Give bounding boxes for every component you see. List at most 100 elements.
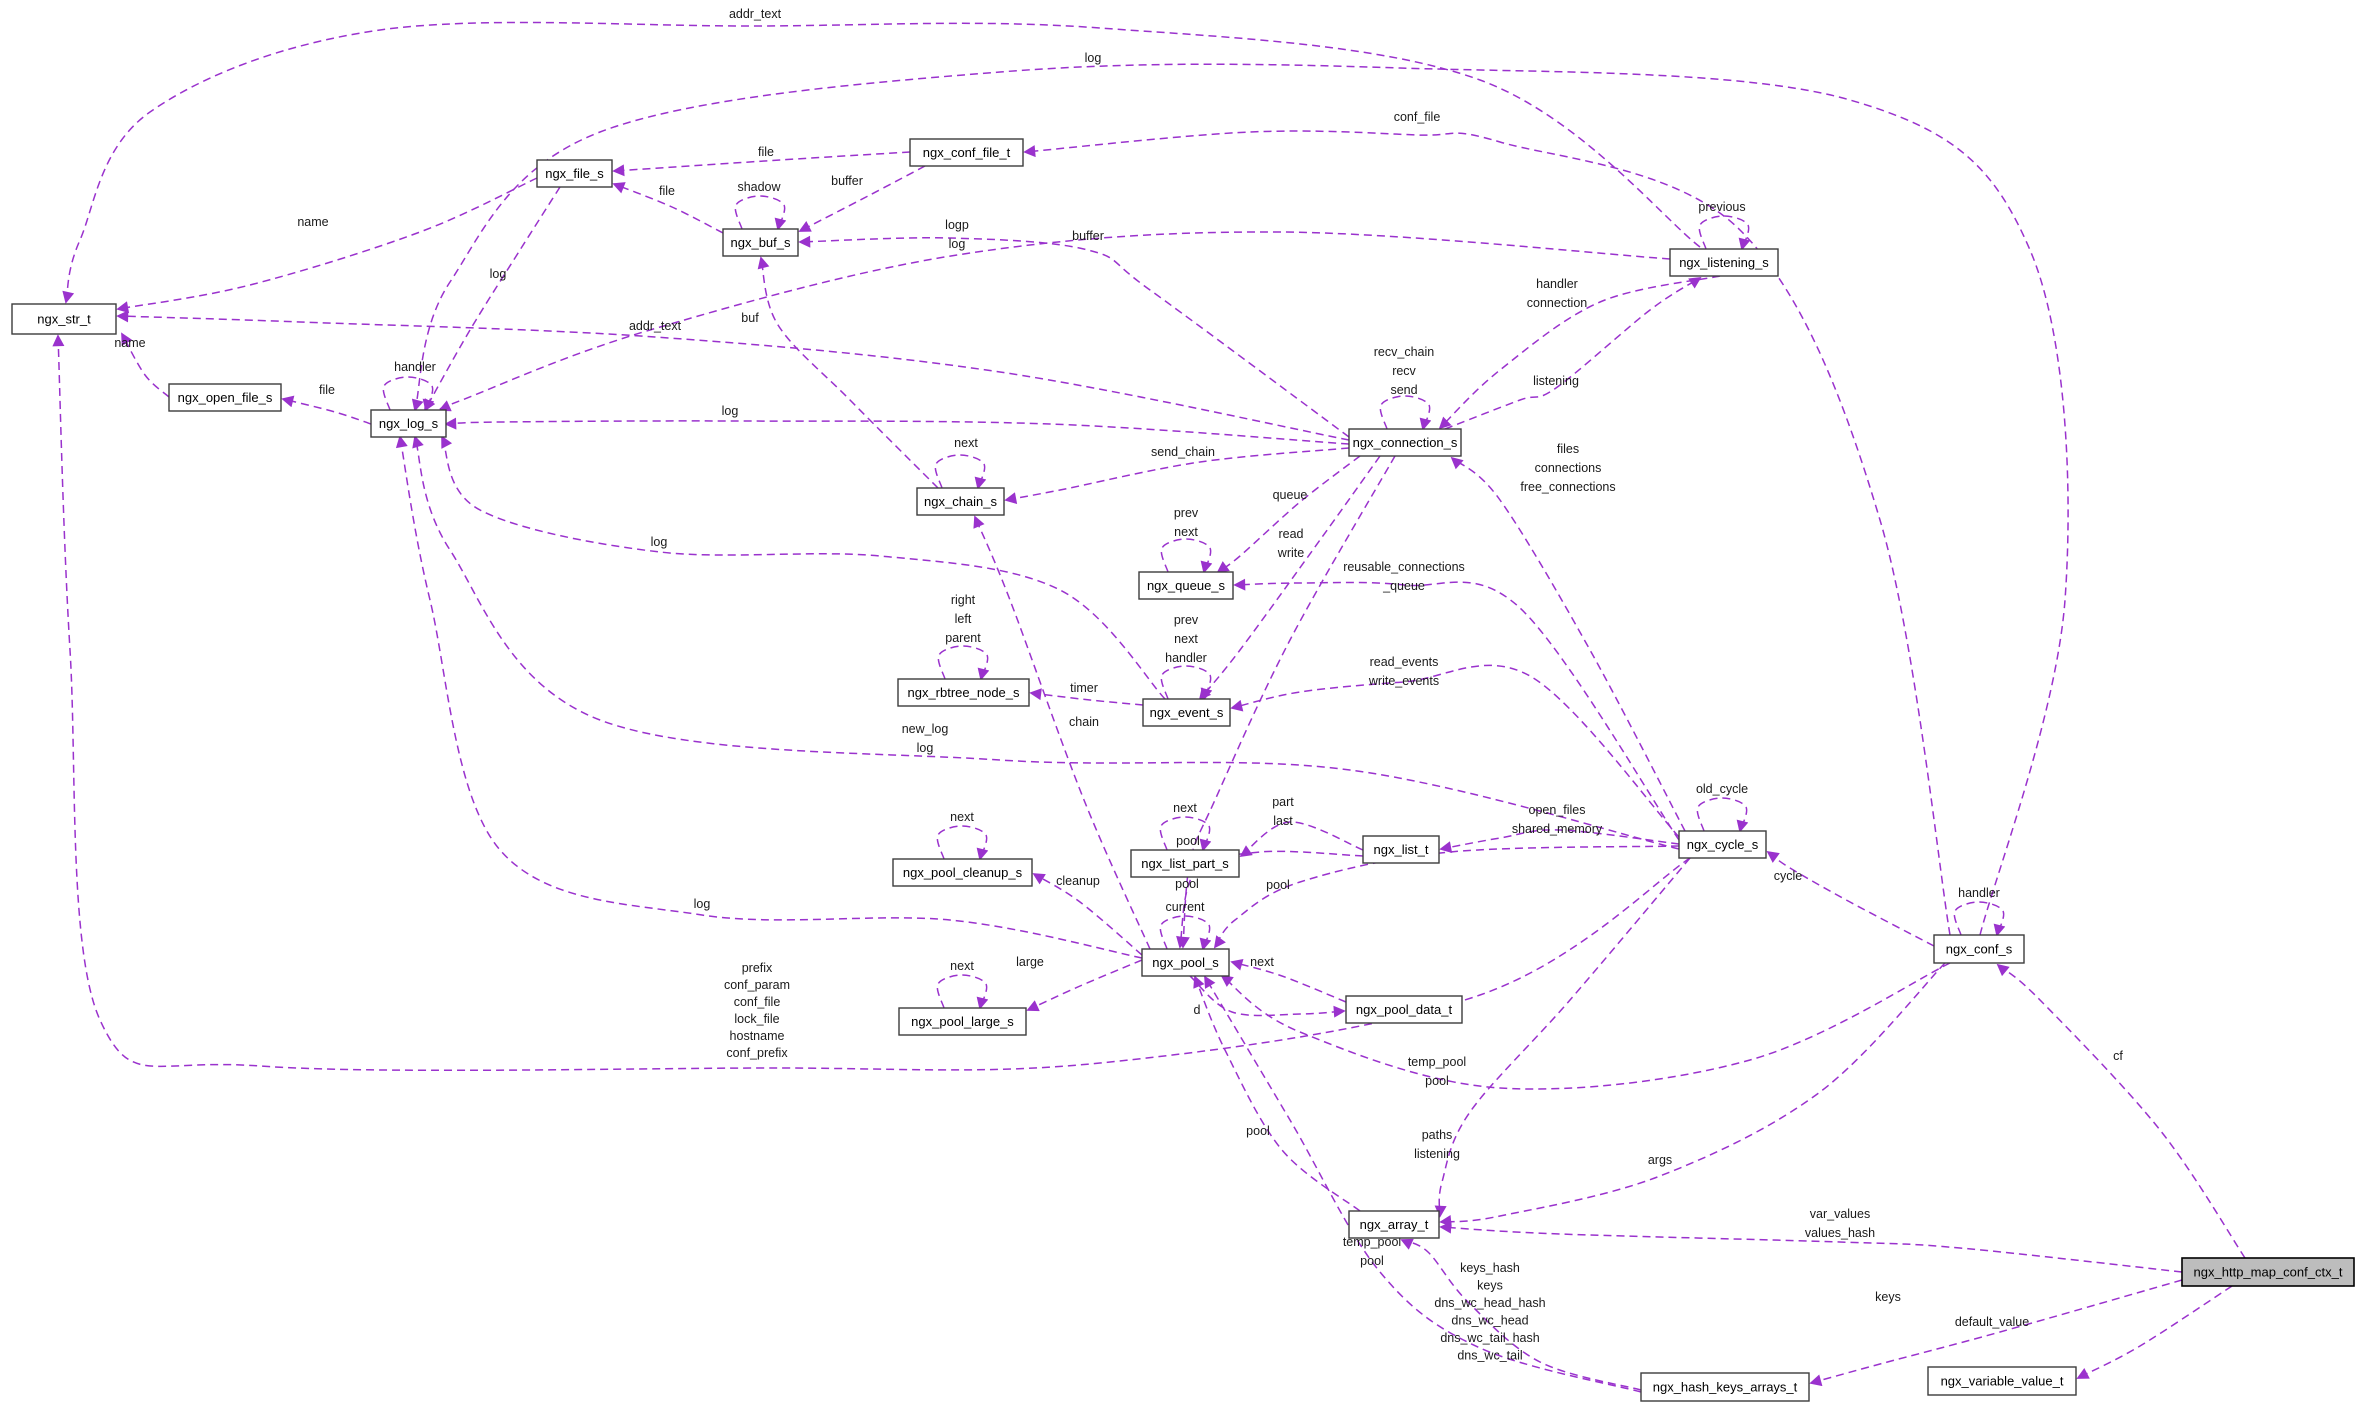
node-ngx_open_file_s[interactable]: ngx_open_file_s <box>168 383 282 412</box>
node-ngx_buf_s[interactable]: ngx_buf_s <box>722 228 799 257</box>
node-ngx_list_part_s[interactable]: ngx_list_part_s <box>1130 849 1240 878</box>
node-box-ngx_connection_s[interactable] <box>1348 428 1462 457</box>
node-label-ngx_pool_large_s: ngx_pool_large_s <box>911 1014 1014 1029</box>
node-box-ngx_pool_large_s[interactable] <box>898 1007 1027 1036</box>
node-ngx_event_s[interactable]: ngx_event_s <box>1142 698 1231 727</box>
edge-ngx_pool_cleanup_s-to-ngx_pool_cleanup_s <box>936 825 989 861</box>
edge-ngx_connection_s-to-ngx_listening_s <box>1444 277 1702 430</box>
edge-ngx_connection_s-to-ngx_chain_s <box>1004 447 1350 505</box>
node-box-ngx_buf_s[interactable] <box>722 228 799 257</box>
node-box-ngx_cycle_s[interactable] <box>1678 830 1767 859</box>
edges-layer <box>52 21 2246 1393</box>
edge-label: addr_text <box>729 7 782 21</box>
edge-label: cf <box>2113 1049 2123 1063</box>
edge-label: listening <box>1414 1147 1460 1161</box>
node-box-ngx_queue_s[interactable] <box>1138 571 1234 600</box>
edge-label: files <box>1557 442 1579 456</box>
node-ngx_str_t[interactable]: ngx_str_t <box>11 303 117 335</box>
node-ngx_http_map_conf_ctx_t[interactable]: ngx_http_map_conf_ctx_t <box>2181 1257 2355 1287</box>
node-label-ngx_conf_s: ngx_conf_s <box>1946 942 2013 957</box>
edge-label: recv <box>1392 364 1416 378</box>
node-ngx_hash_keys_arrays_t[interactable]: ngx_hash_keys_arrays_t <box>1640 1372 1810 1402</box>
node-box-ngx_rbtree_node_s[interactable] <box>897 678 1030 707</box>
edge-label: name <box>114 336 145 350</box>
edge-label: read_events <box>1370 655 1439 669</box>
edge-ngx_http_map_conf_ctx_t-to-ngx_array_t <box>1439 1221 2183 1273</box>
node-box-ngx_list_part_s[interactable] <box>1130 849 1240 878</box>
node-box-ngx_str_t[interactable] <box>11 303 117 335</box>
edge-label: pool <box>1246 1124 1270 1138</box>
node-ngx_cycle_s[interactable]: ngx_cycle_s <box>1678 830 1767 859</box>
node-box-ngx_pool_s[interactable] <box>1141 948 1230 977</box>
node-ngx_variable_value_t[interactable]: ngx_variable_value_t <box>1927 1366 2077 1396</box>
edge-label: send <box>1390 383 1417 397</box>
edge-label: write <box>1277 546 1304 560</box>
node-box-ngx_chain_s[interactable] <box>916 487 1005 516</box>
edge-label: recv_chain <box>1374 345 1434 359</box>
node-ngx_pool_large_s[interactable]: ngx_pool_large_s <box>898 1007 1027 1036</box>
node-box-ngx_variable_value_t[interactable] <box>1927 1366 2077 1396</box>
edge-label: handler <box>1958 886 2000 900</box>
edge-label: log <box>949 237 966 251</box>
node-box-ngx_hash_keys_arrays_t[interactable] <box>1640 1372 1810 1402</box>
node-box-ngx_conf_file_t[interactable] <box>909 138 1024 167</box>
node-box-ngx_http_map_conf_ctx_t[interactable] <box>2181 1257 2355 1287</box>
node-ngx_conf_file_t[interactable]: ngx_conf_file_t <box>909 138 1024 167</box>
edge-ngx_pool_s-to-ngx_chain_s <box>973 515 1151 950</box>
node-ngx_log_s[interactable]: ngx_log_s <box>370 409 447 438</box>
node-ngx_chain_s[interactable]: ngx_chain_s <box>916 487 1005 516</box>
node-ngx_array_t[interactable]: ngx_array_t <box>1348 1210 1440 1239</box>
edge-ngx_connection_s-to-ngx_str_t <box>116 310 1350 441</box>
node-ngx_pool_cleanup_s[interactable]: ngx_pool_cleanup_s <box>892 858 1033 887</box>
edge-ngx_list_part_s-to-ngx_list_part_s <box>1159 816 1212 852</box>
node-box-ngx_pool_data_t[interactable] <box>1345 995 1463 1024</box>
node-box-ngx_array_t[interactable] <box>1348 1210 1440 1239</box>
node-label-ngx_list_part_s: ngx_list_part_s <box>1141 856 1229 871</box>
edge-label: current <box>1166 900 1205 914</box>
edge-label: keys <box>1875 1290 1901 1304</box>
node-ngx_rbtree_node_s[interactable]: ngx_rbtree_node_s <box>897 678 1030 707</box>
edge-label: pool <box>1360 1254 1384 1268</box>
edge-ngx_pool_s-to-ngx_pool_large_s <box>1026 959 1143 1012</box>
edge-label: addr_text <box>629 319 682 333</box>
node-ngx_pool_data_t[interactable]: ngx_pool_data_t <box>1345 995 1463 1024</box>
edge-ngx_cycle_s-to-ngx_queue_s <box>1233 578 1680 841</box>
edge-label: keys_hash <box>1460 1261 1520 1275</box>
edge-ngx_conf_s-to-ngx_array_t <box>1439 962 1946 1227</box>
node-box-ngx_open_file_s[interactable] <box>168 383 282 412</box>
node-ngx_conf_s[interactable]: ngx_conf_s <box>1933 934 2025 964</box>
node-box-ngx_log_s[interactable] <box>370 409 447 438</box>
node-box-ngx_event_s[interactable] <box>1142 698 1231 727</box>
edge-label: next <box>1250 955 1274 969</box>
edge-label: _queue <box>1382 579 1425 593</box>
edge-ngx_http_map_conf_ctx_t-to-ngx_conf_s <box>1996 963 2246 1259</box>
edge-ngx_conf_file_t-to-ngx_buf_s <box>798 165 926 232</box>
edge-ngx_chain_s-to-ngx_chain_s <box>934 454 987 490</box>
node-ngx_file_s[interactable]: ngx_file_s <box>536 159 613 188</box>
edge-ngx_buf_s-to-ngx_file_s <box>612 182 724 234</box>
edge-label: write_events <box>1368 674 1439 688</box>
node-box-ngx_conf_s[interactable] <box>1933 934 2025 964</box>
edge-label: free_connections <box>1520 480 1615 494</box>
edge-label: name <box>297 215 328 229</box>
node-ngx_connection_s[interactable]: ngx_connection_s <box>1348 428 1462 457</box>
node-label-ngx_array_t: ngx_array_t <box>1360 1217 1429 1232</box>
node-box-ngx_listening_s[interactable] <box>1669 248 1779 277</box>
node-ngx_queue_s[interactable]: ngx_queue_s <box>1138 571 1234 600</box>
node-box-ngx_pool_cleanup_s[interactable] <box>892 858 1033 887</box>
node-ngx_pool_s[interactable]: ngx_pool_s <box>1141 948 1230 977</box>
edge-label: d <box>1194 1003 1201 1017</box>
node-box-ngx_list_t[interactable] <box>1362 835 1440 864</box>
edge-label: connection <box>1527 296 1588 310</box>
node-ngx_list_t[interactable]: ngx_list_t <box>1362 835 1440 864</box>
node-box-ngx_file_s[interactable] <box>536 159 613 188</box>
edge-ngx_rbtree_node_s-to-ngx_rbtree_node_s <box>937 645 990 681</box>
edge-ngx_chain_s-to-ngx_buf_s <box>757 256 939 489</box>
edge-label: buffer <box>831 174 863 188</box>
edge-label: open_files <box>1529 803 1586 817</box>
node-ngx_listening_s[interactable]: ngx_listening_s <box>1669 248 1779 277</box>
edge-ngx_cycle_s-to-ngx_list_t <box>1439 829 1680 854</box>
edge-ngx_pool_s-to-ngx_log_s <box>395 435 1143 959</box>
edge-label: next <box>1174 525 1198 539</box>
edge-label: part <box>1272 795 1294 809</box>
